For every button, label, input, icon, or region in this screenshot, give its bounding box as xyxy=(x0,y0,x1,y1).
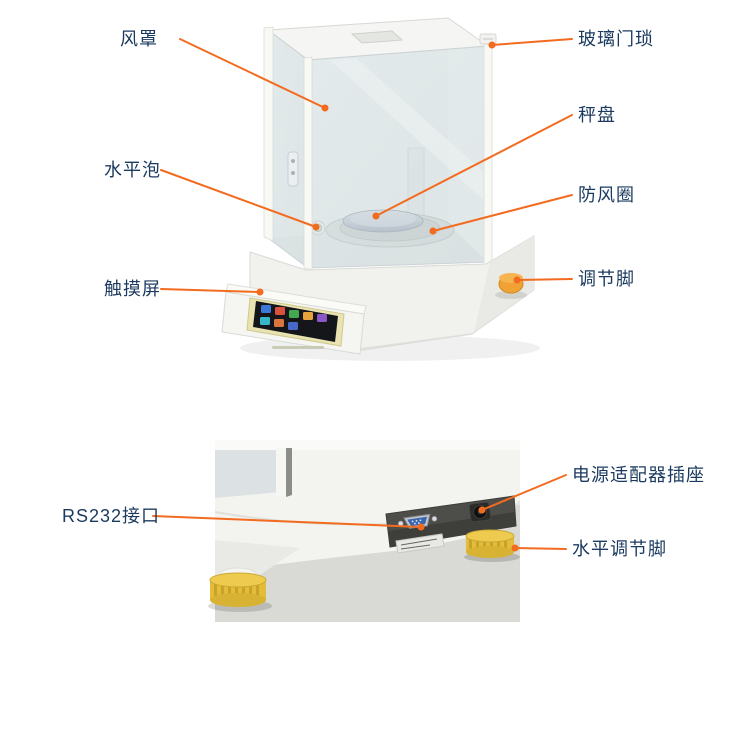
leader-wind-cover xyxy=(179,38,326,109)
label-glass-door-lock: 玻璃门琐 xyxy=(578,29,654,49)
balance-bottom-view xyxy=(208,440,520,622)
label-touch-screen: 触摸屏 xyxy=(104,279,161,299)
rear-edge-dark xyxy=(286,448,292,497)
rear-top-frame xyxy=(215,440,520,450)
leader-weighing-pan xyxy=(375,114,573,217)
frame-post-front-left xyxy=(303,56,313,271)
screen-icons xyxy=(260,305,327,330)
leader-touch-screen xyxy=(160,288,261,293)
level-adjusting-foot-right xyxy=(464,529,520,562)
leader-dot-weighing-pan xyxy=(372,212,380,220)
leader-dot-level-adjusting-foot xyxy=(511,544,519,552)
label-level-bubble: 水平泡 xyxy=(104,160,161,180)
door-handle xyxy=(287,151,299,187)
adjustable-foot xyxy=(495,273,527,299)
balance-top-view xyxy=(221,17,540,361)
leader-dot-glass-door-lock xyxy=(488,41,496,49)
panel-caption-line xyxy=(272,346,324,349)
leader-lines xyxy=(152,38,573,552)
leader-dot-adjustable-foot xyxy=(513,276,521,284)
touch-screen-panel xyxy=(221,283,367,355)
label-windproof-ring: 防风圈 xyxy=(578,185,635,205)
leader-dot-power-socket xyxy=(478,506,486,514)
leader-dot-level-bubble xyxy=(312,223,320,231)
leader-rs232 xyxy=(152,515,422,528)
rear-glass-corner xyxy=(215,450,280,498)
label-adjustable-foot: 调节脚 xyxy=(578,269,635,289)
touch-screen xyxy=(253,301,338,342)
glass-highlight xyxy=(330,58,488,204)
label-power-adapter-socket: 电源适配器插座 xyxy=(572,465,705,485)
leader-dot-rs232 xyxy=(417,523,425,531)
leader-glass-door-lock xyxy=(491,38,573,46)
wind-cover-left-glass xyxy=(267,29,309,269)
leader-dot-touch-screen xyxy=(256,288,264,296)
leader-dot-wind-cover xyxy=(321,104,329,112)
leader-level-adjusting-foot xyxy=(514,547,567,550)
label-wind-cover: 风罩 xyxy=(120,29,158,49)
top-handle-slot xyxy=(350,30,404,44)
label-level-adjusting-foot: 水平调节脚 xyxy=(572,539,667,559)
level-adjusting-foot-left xyxy=(208,567,272,612)
leader-power-socket xyxy=(481,474,567,511)
leader-dot-windproof-ring xyxy=(429,227,437,235)
frame-post-front-right xyxy=(483,43,493,267)
leader-adjustable-foot xyxy=(516,278,573,281)
label-weighing-pan: 秤盘 xyxy=(578,105,616,125)
serial-sticker xyxy=(395,533,445,554)
leader-level-bubble xyxy=(160,169,317,228)
label-rs232-port: RS232接口 xyxy=(62,506,161,526)
leader-windproof-ring xyxy=(432,194,573,232)
rear-frame-post xyxy=(276,448,286,496)
